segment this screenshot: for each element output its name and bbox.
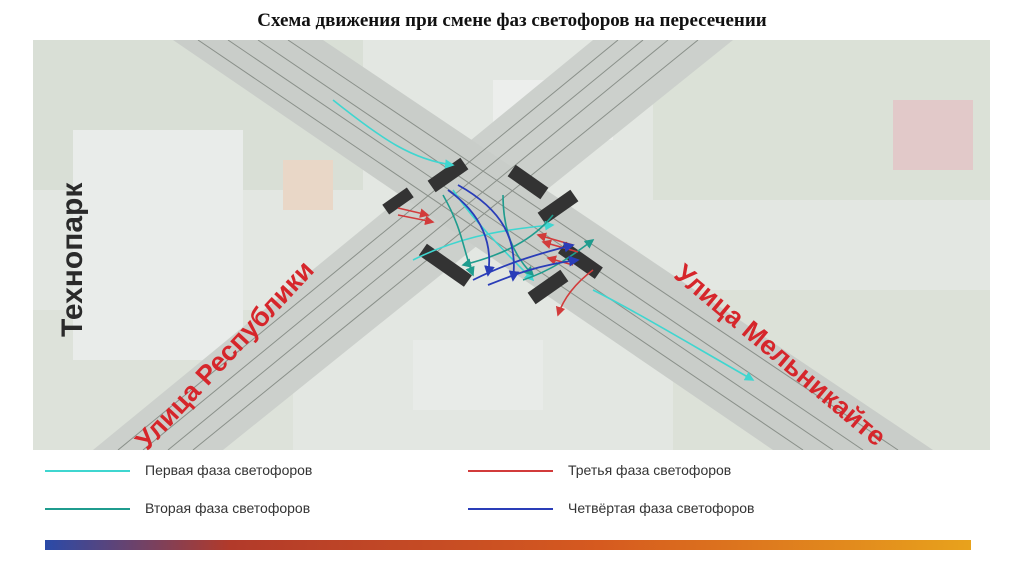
building-pink-roof: [893, 100, 973, 170]
legend-line-phase-3: [468, 470, 553, 472]
legend-line-phase-1: [45, 470, 130, 472]
building-technopark: [73, 130, 243, 360]
legend-label-phase-4: Четвёртая фаза светофоров: [568, 500, 754, 516]
decorative-gradient-bar: [45, 540, 971, 550]
legend-label-phase-3: Третья фаза светофоров: [568, 462, 731, 478]
legend-line-phase-2: [45, 508, 130, 510]
building-orange-roof: [283, 160, 333, 210]
legend-label-phase-2: Вторая фаза светофоров: [145, 500, 310, 516]
legend-label-phase-1: Первая фаза светофоров: [145, 462, 312, 478]
building-south: [413, 340, 543, 410]
page-title: Схема движения при смене фаз светофоров …: [0, 10, 1024, 32]
label-technopark: Технопарк: [56, 187, 90, 337]
legend-line-phase-4: [468, 508, 553, 510]
